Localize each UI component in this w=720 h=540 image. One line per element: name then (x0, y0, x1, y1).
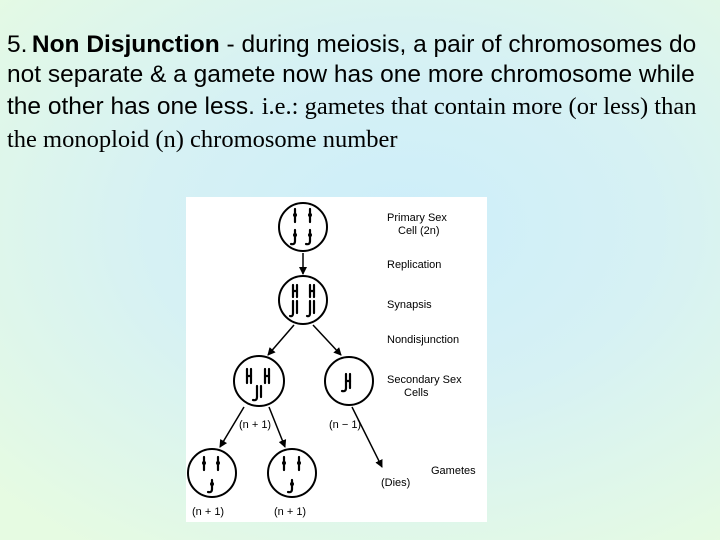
gamete-cell-left (188, 449, 236, 497)
count-dies: (Dies) (381, 477, 410, 489)
count-gamete-right: (n + 1) (274, 506, 306, 518)
count-gamete-left: (n + 1) (192, 506, 224, 518)
primary-cell (279, 203, 327, 251)
label-secondary-2: Cells (404, 387, 429, 399)
meiosis-diagram: Primary Sex Cell (2n) Replication Synaps… (186, 197, 487, 522)
term-title: Non Disjunction (32, 31, 220, 58)
label-gametes: Gametes (431, 465, 476, 477)
label-synapsis: Synapsis (387, 299, 432, 311)
replicated-cell (279, 276, 327, 324)
label-replication: Replication (387, 259, 441, 271)
secondary-cell-left (234, 356, 284, 406)
ie-label: i.e.: (262, 93, 299, 120)
gamete-cell-right (268, 449, 316, 497)
count-secondary-plus: (n + 1) (239, 419, 271, 431)
count-secondary-minus: (n − 1) (329, 419, 361, 431)
item-number: 5. (7, 31, 27, 58)
label-primary-2: Cell (2n) (398, 225, 440, 237)
label-nondisjunction: Nondisjunction (387, 334, 459, 346)
secondary-cell-right (325, 357, 373, 405)
label-primary-1: Primary Sex (387, 212, 447, 224)
label-secondary-1: Secondary Sex (387, 374, 462, 386)
slide-text: 5. Non Disjunction - during meiosis, a p… (7, 30, 713, 156)
